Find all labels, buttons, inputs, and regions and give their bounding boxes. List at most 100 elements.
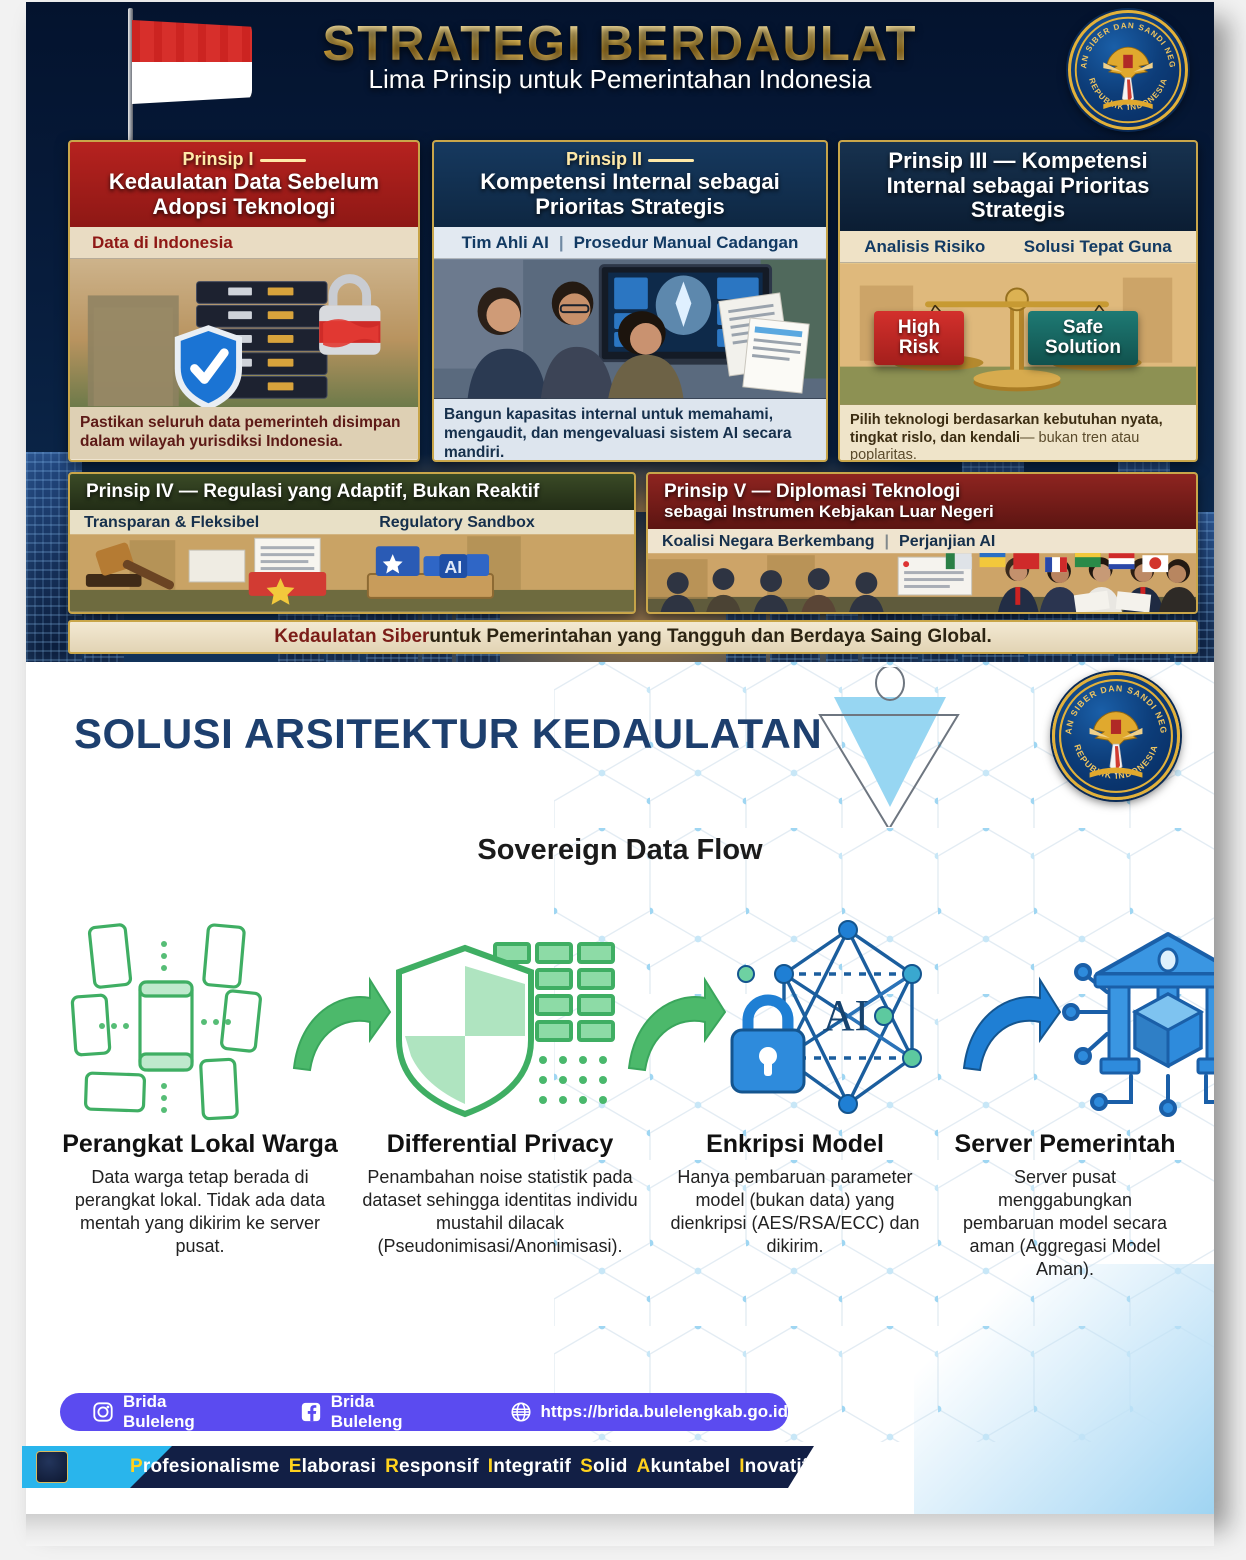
card5-sub-left: Koalisi Negara Berkembang <box>662 533 875 551</box>
blue-gradient-corner <box>914 1264 1214 1514</box>
poster-subtitle: Lima Prinsip untuk Pemerintahan Indonesi… <box>368 64 872 94</box>
card1-header: Prinsip I Kedaulatan Data Sebelum Adopsi… <box>70 142 418 228</box>
card2-sub-right: Prosedur Manual Cadangan <box>573 233 799 253</box>
tagline-initial: R <box>385 1456 400 1477</box>
flow-step-4-desc: Server pusat menggabungkan pembaruan mod… <box>962 1167 1168 1280</box>
card3-header: Prinsip III — Kompetensi Internal sebaga… <box>840 142 1196 231</box>
flow-labels: Perangkat Lokal Warga Data warga tetap b… <box>50 1130 1190 1281</box>
flow-title: Sovereign Data Flow <box>477 834 763 866</box>
card5-sub-divider: | <box>884 533 890 551</box>
principle-card-3: Prinsip III — Kompetensi Internal sebaga… <box>838 140 1198 462</box>
principle-card-4: Prinsip IV — Regulasi yang Adaptif, Buka… <box>68 472 636 614</box>
card3-title: Prinsip III — Kompetensi Internal sebaga… <box>886 148 1150 223</box>
ai-icon-label: AI <box>823 991 869 1040</box>
facebook-icon <box>300 1401 322 1423</box>
card1-kicker: Prinsip I <box>78 149 410 169</box>
flow-step-3-desc: Hanya pembaruan parameter model (bukan d… <box>670 1167 920 1257</box>
bottom-slide: SOLUSI ARSITEKTUR KEDAULATAN BADAN SIBER… <box>26 662 1214 1514</box>
principle-card-1: Prinsip I Kedaulatan Data Sebelum Adopsi… <box>68 140 420 462</box>
flow-arrow-3-icon <box>956 968 1062 1078</box>
scale-box-high-risk: High Risk <box>874 310 964 365</box>
tagline-word: Inovatif <box>739 1456 809 1477</box>
principle-card-5: Prinsip V — Diplomasi Teknologi sebagai … <box>646 472 1198 614</box>
bssn-seal-bottom: BADAN SIBER DAN SANDI NEGARA REPUBLIK IN… <box>1052 672 1180 800</box>
principle-card-2: Prinsip II Kompetensi Internal sebagai P… <box>432 140 828 462</box>
card1-title: Kedaulatan Data Sebelum Adopsi Teknologi <box>108 169 380 219</box>
card1-subhead: Data di Indonesia <box>70 227 418 260</box>
card4-title: Prinsip IV — Regulasi yang Adaptif, Buka… <box>86 481 540 502</box>
card2-illustration <box>434 259 826 400</box>
social-instagram[interactable]: Brida Buleleng <box>92 1392 228 1432</box>
card5-header: Prinsip V — Diplomasi Teknologi sebagai … <box>648 474 1196 530</box>
card2-sub-divider: | <box>558 233 564 253</box>
banner-rest: untuk Pemerintahan yang Tangguh dan Berd… <box>429 626 992 647</box>
card3-sub-right: Solusi Tepat Guna <box>1023 236 1172 256</box>
tagline-word: Elaborasi <box>288 1456 377 1477</box>
flow-step-1-title: Perangkat Lokal Warga <box>62 1130 338 1158</box>
tagline-word: Integratif <box>487 1456 572 1477</box>
poster-title: STRATEGI BERDAULAT <box>26 16 1214 72</box>
tagline-word: Solid <box>580 1456 628 1477</box>
card2-header: Prinsip II Kompetensi Internal sebagai P… <box>434 142 826 228</box>
card4-illustration: AI <box>70 534 634 612</box>
card3-subhead: Analisis Risiko Solusi Tepat Guna <box>840 230 1196 263</box>
globe-icon <box>510 1401 532 1423</box>
flow-step-2-title: Differential Privacy <box>386 1130 614 1158</box>
social-facebook[interactable]: Brida Buleleng <box>300 1392 436 1432</box>
triangle-decoration <box>818 667 960 827</box>
social-website-label: https://brida.bulelengkab.go.id <box>540 1402 788 1421</box>
scale-box-safe-solution: Safe Solution <box>1028 310 1138 365</box>
card4-sub-right: Regulatory Sandbox <box>379 514 535 532</box>
tagline-word: Profesionalisme <box>130 1456 280 1477</box>
flow-step-4-title: Server Pemerintah <box>954 1130 1176 1158</box>
card1-sub-left: Data di Indonesia <box>92 233 233 253</box>
social-instagram-label: Brida Buleleng <box>123 1392 195 1431</box>
tagline-initial: P <box>130 1456 143 1477</box>
card1-illustration <box>70 259 418 408</box>
card2-title: Kompetensi Internal sebagai Prioritas St… <box>480 169 780 219</box>
card5-title-line2: sebagai Instrumen Kebjakan Luar Negeri <box>664 502 994 522</box>
flow-arrow-2-icon <box>621 968 727 1078</box>
social-bar: Brida Buleleng Brida Buleleng https://br… <box>60 1392 788 1432</box>
card2-sub-left: Tim Ahli AI <box>461 233 549 253</box>
government-server-icon <box>1061 916 1214 1131</box>
flow-step-2: Differential Privacy Penambahan noise st… <box>350 1130 650 1281</box>
tagline-initial: A <box>636 1456 651 1477</box>
shield-data-icon <box>391 908 621 1138</box>
card2-subhead: Tim Ahli AI | Prosedur Manual Cadangan <box>434 227 826 260</box>
data-flow-row: AI <box>56 898 1214 1148</box>
social-website[interactable]: https://brida.bulelengkab.go.id <box>510 1401 788 1423</box>
section-title: SOLUSI ARSITEKTUR KEDAULATAN <box>74 710 823 757</box>
ai-lock-network-icon: AI <box>726 908 956 1138</box>
flow-step-1-desc: Data warga tetap berada di perangkat lok… <box>74 1167 326 1257</box>
flow-step-3: Enkripsi Model Hanya pembaruan parameter… <box>650 1130 940 1281</box>
flow-step-4: Server Pemerintah Server pusat menggabun… <box>940 1130 1190 1281</box>
bottom-gray-band <box>26 1514 1214 1546</box>
buleleng-seal-icon <box>36 1451 68 1483</box>
tagline-initial: I <box>739 1456 745 1477</box>
flow-step-1: Perangkat Lokal Warga Data warga tetap b… <box>50 1130 350 1281</box>
bssn-seal-top: BADAN SIBER DAN SANDI NEGARA REPUBLIK IN… <box>1068 10 1188 130</box>
tagline-initial: I <box>487 1456 494 1477</box>
card3-illustration: High Risk Safe Solution <box>840 262 1196 405</box>
indonesia-flag <box>114 8 274 158</box>
card3-caption-soft: — bukan tren atau poplaritas. <box>850 429 1140 462</box>
card2-caption: Bangun kapasitas internal untuk memahami… <box>434 399 826 460</box>
svg-text:AI: AI <box>444 557 462 577</box>
flow-arrow-1-icon <box>286 968 392 1078</box>
card2-kicker: Prinsip II <box>442 149 818 169</box>
card4-header: Prinsip IV — Regulasi yang Adaptif, Buka… <box>70 474 634 511</box>
card5-illustration <box>648 553 1196 612</box>
top-slide: STRATEGI BERDAULAT Lima Prinsip untuk Pe… <box>26 2 1214 662</box>
card3-caption-bold: Pilih teknologi berdasarkan kebutuhan ny… <box>850 411 1163 446</box>
card5-title-line1: Prinsip V — Diplomasi Teknologi <box>664 481 961 502</box>
banner-accent: Kedaulatan Siber <box>274 626 430 647</box>
tagline-initial: S <box>580 1456 593 1477</box>
flow-step-3-title: Enkripsi Model <box>706 1130 884 1158</box>
top-slide-banner: Kedaulatan Siber untuk Pemerintahan yang… <box>68 620 1198 654</box>
card1-caption: Pastikan seluruh data pemerinteh disimpa… <box>70 407 418 460</box>
card5-subhead: Koalisi Negara Berkembang | Perjanjian A… <box>648 529 1196 553</box>
card4-subhead: Transparan & Fleksibel Regulatory Sandbo… <box>70 510 634 534</box>
